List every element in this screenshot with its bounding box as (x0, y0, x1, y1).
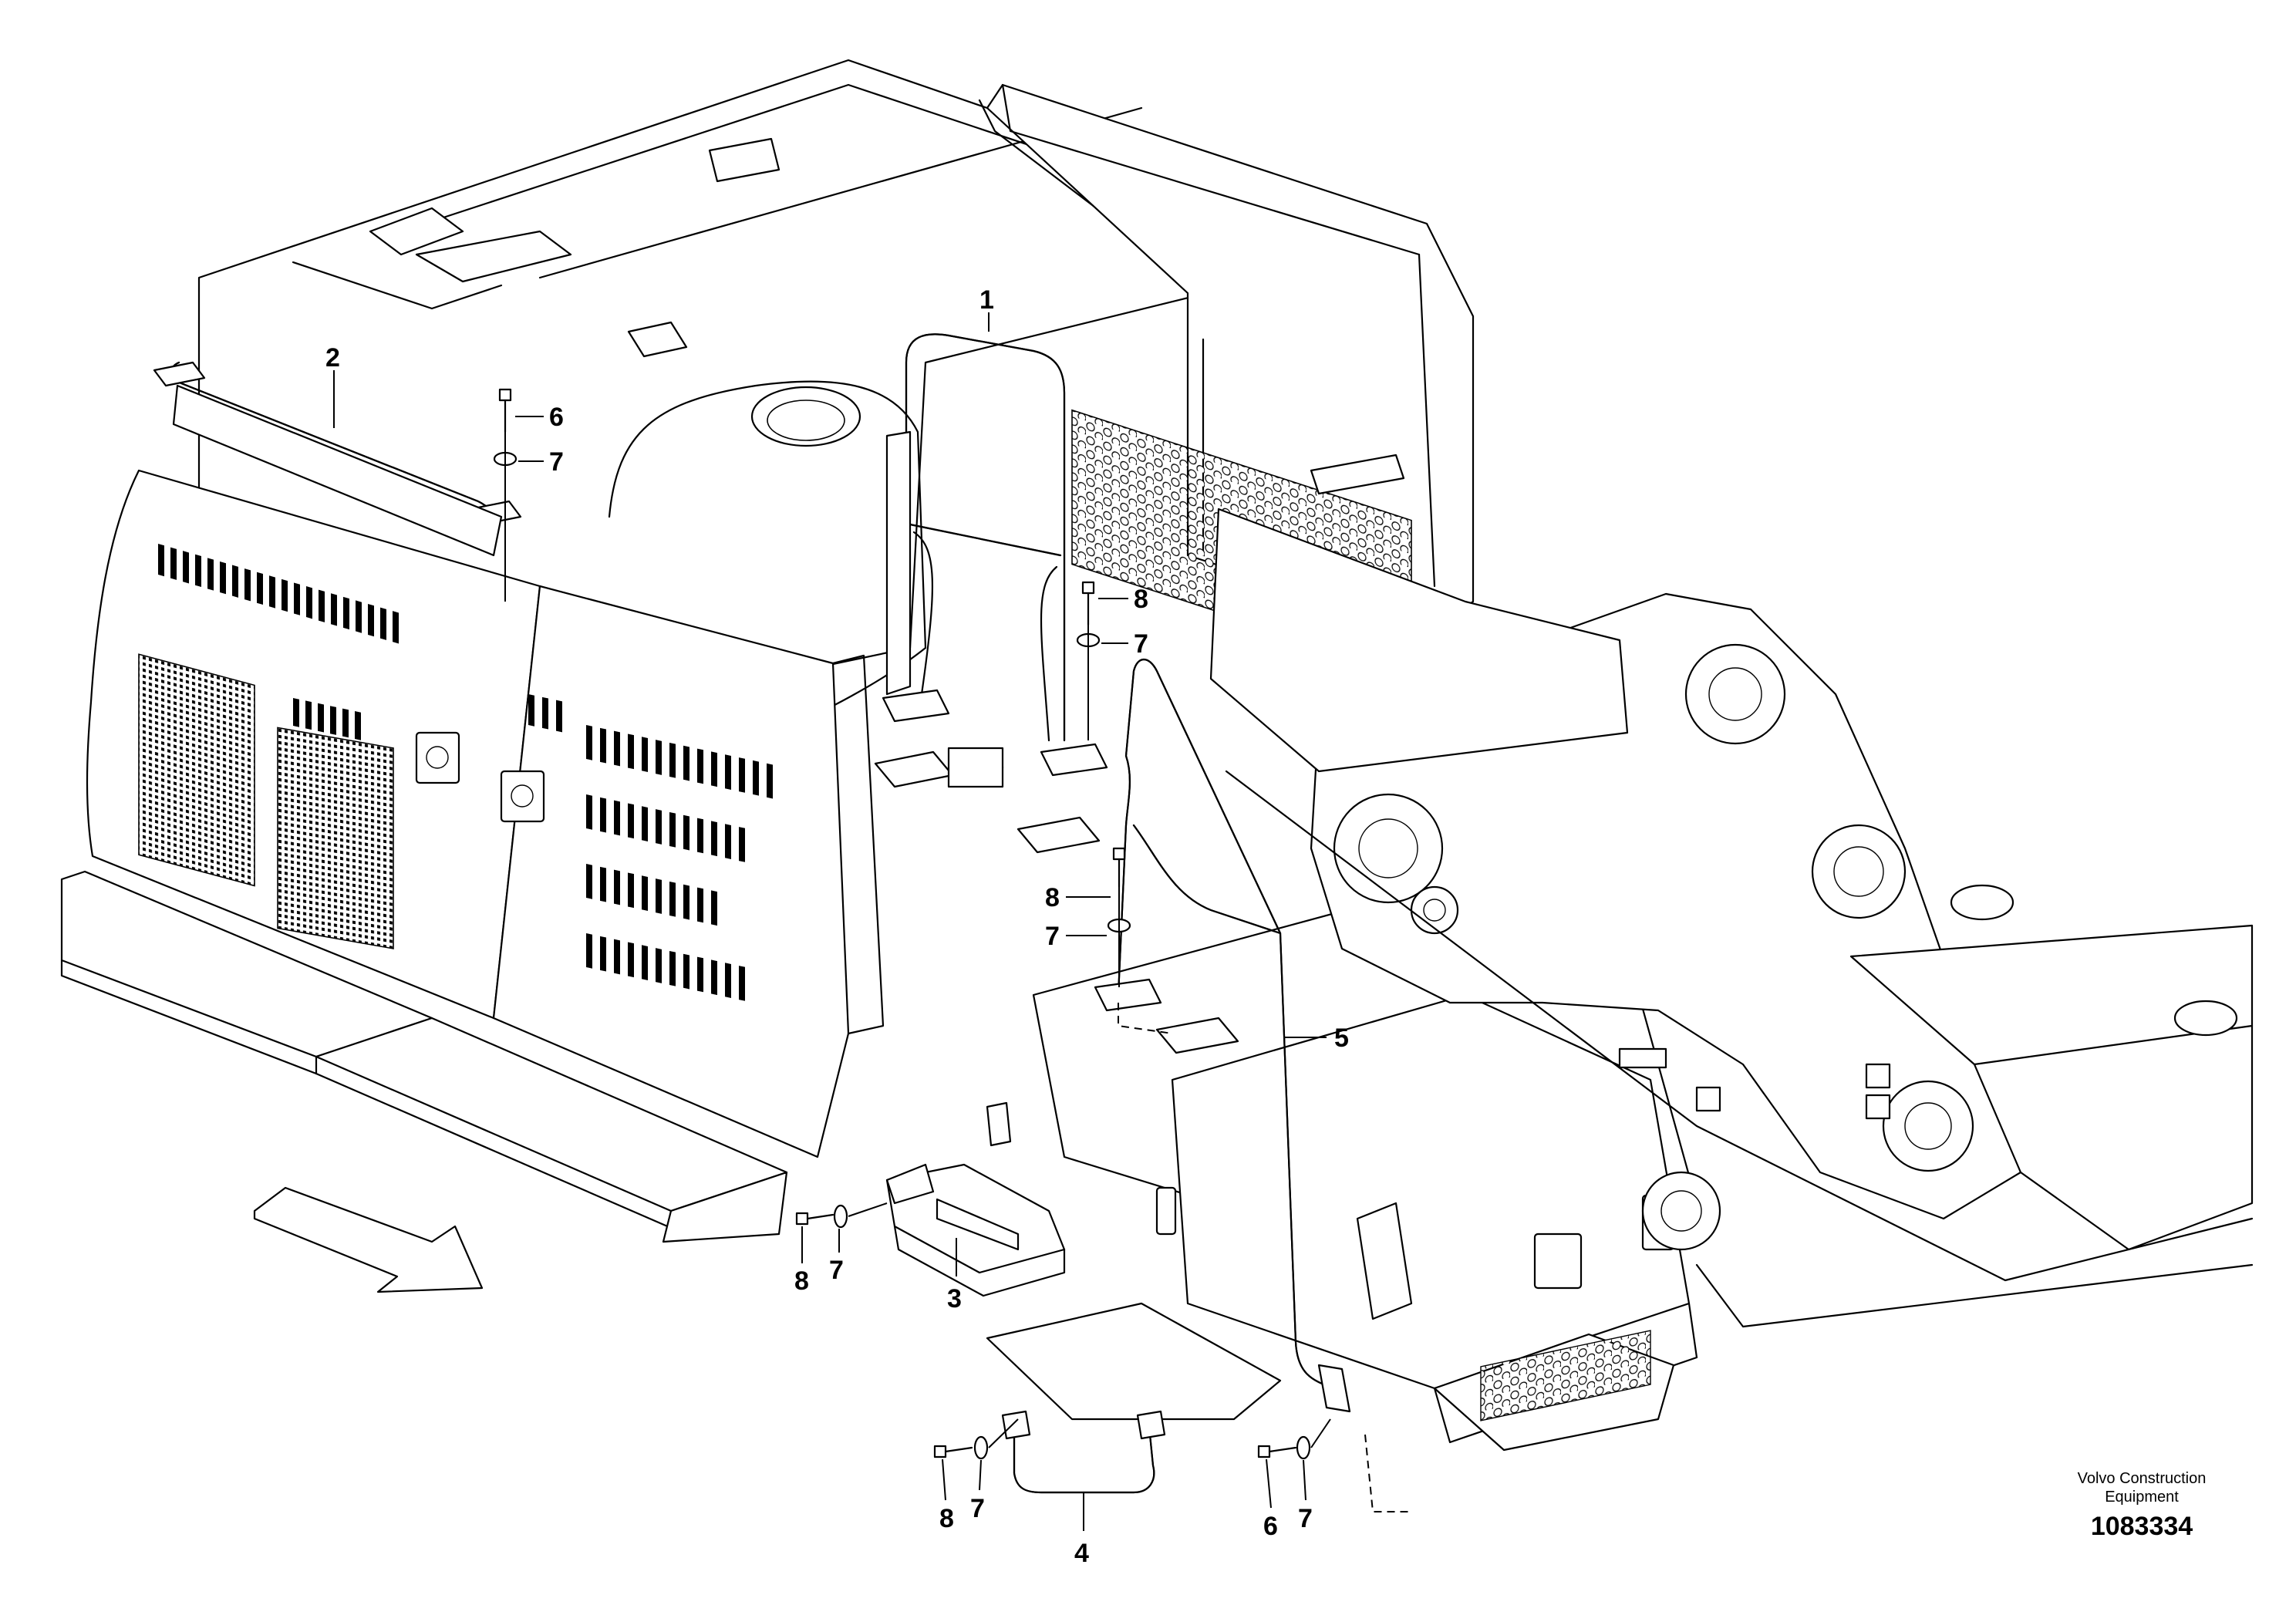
callout-7-rail: 7 (1134, 629, 1148, 659)
bolt-icon (498, 388, 1297, 1458)
callout-1: 1 (979, 285, 994, 315)
brand-line-1: Volvo Construction (2077, 1470, 2207, 1487)
walkway-plate-lower (986, 1302, 1282, 1421)
callout-7-mid: 7 (1045, 922, 1060, 951)
callout-3: 3 (947, 1284, 962, 1313)
illustration-number: 1083334 (2090, 1512, 2193, 1541)
brand-line-2: Equipment (2105, 1489, 2179, 1506)
panel-lock-icon (415, 731, 545, 823)
callout-8-step: 8 (794, 1266, 809, 1296)
mount-pad (874, 747, 1239, 1054)
callout-7-handle: 7 (970, 1494, 985, 1523)
handrail-part-1 (882, 333, 1108, 777)
engine-side-panel-left (86, 469, 541, 1020)
handrail-part-2 (153, 361, 522, 557)
callout-2: 2 (325, 343, 340, 373)
upper-frame (1849, 884, 2254, 1251)
callout-6-top: 6 (549, 403, 564, 432)
handrail-part-5 (1094, 658, 1351, 1413)
vent-slots (158, 544, 773, 1001)
chassis-floor (1209, 508, 2254, 1328)
callout-7-step: 7 (829, 1256, 844, 1285)
callout-labels: 1 2 3 4 5 6 7 8 7 8 7 8 7 8 7 6 7 (325, 285, 1349, 1568)
callout-7-top: 7 (549, 447, 564, 477)
callout-8-rail: 8 (1134, 585, 1148, 614)
brand-name: Volvo Construction Equipment (2057, 1469, 2227, 1506)
walkway-plate-right (662, 1171, 788, 1243)
engine-side-panel-right (492, 585, 885, 1158)
step-bracket-part-3 (885, 1101, 1066, 1297)
callout-6-bottom: 6 (1263, 1512, 1278, 1541)
forward-direction-arrow-icon (253, 1186, 484, 1293)
callout-7-bottom: 7 (1298, 1504, 1313, 1533)
callout-5: 5 (1334, 1023, 1349, 1053)
callout-4: 4 (1074, 1539, 1089, 1568)
callout-8-handle: 8 (939, 1504, 954, 1533)
grab-handle-part-4 (1001, 1410, 1166, 1494)
callout-8-mid: 8 (1045, 883, 1060, 912)
leader-lines (333, 312, 1411, 1531)
